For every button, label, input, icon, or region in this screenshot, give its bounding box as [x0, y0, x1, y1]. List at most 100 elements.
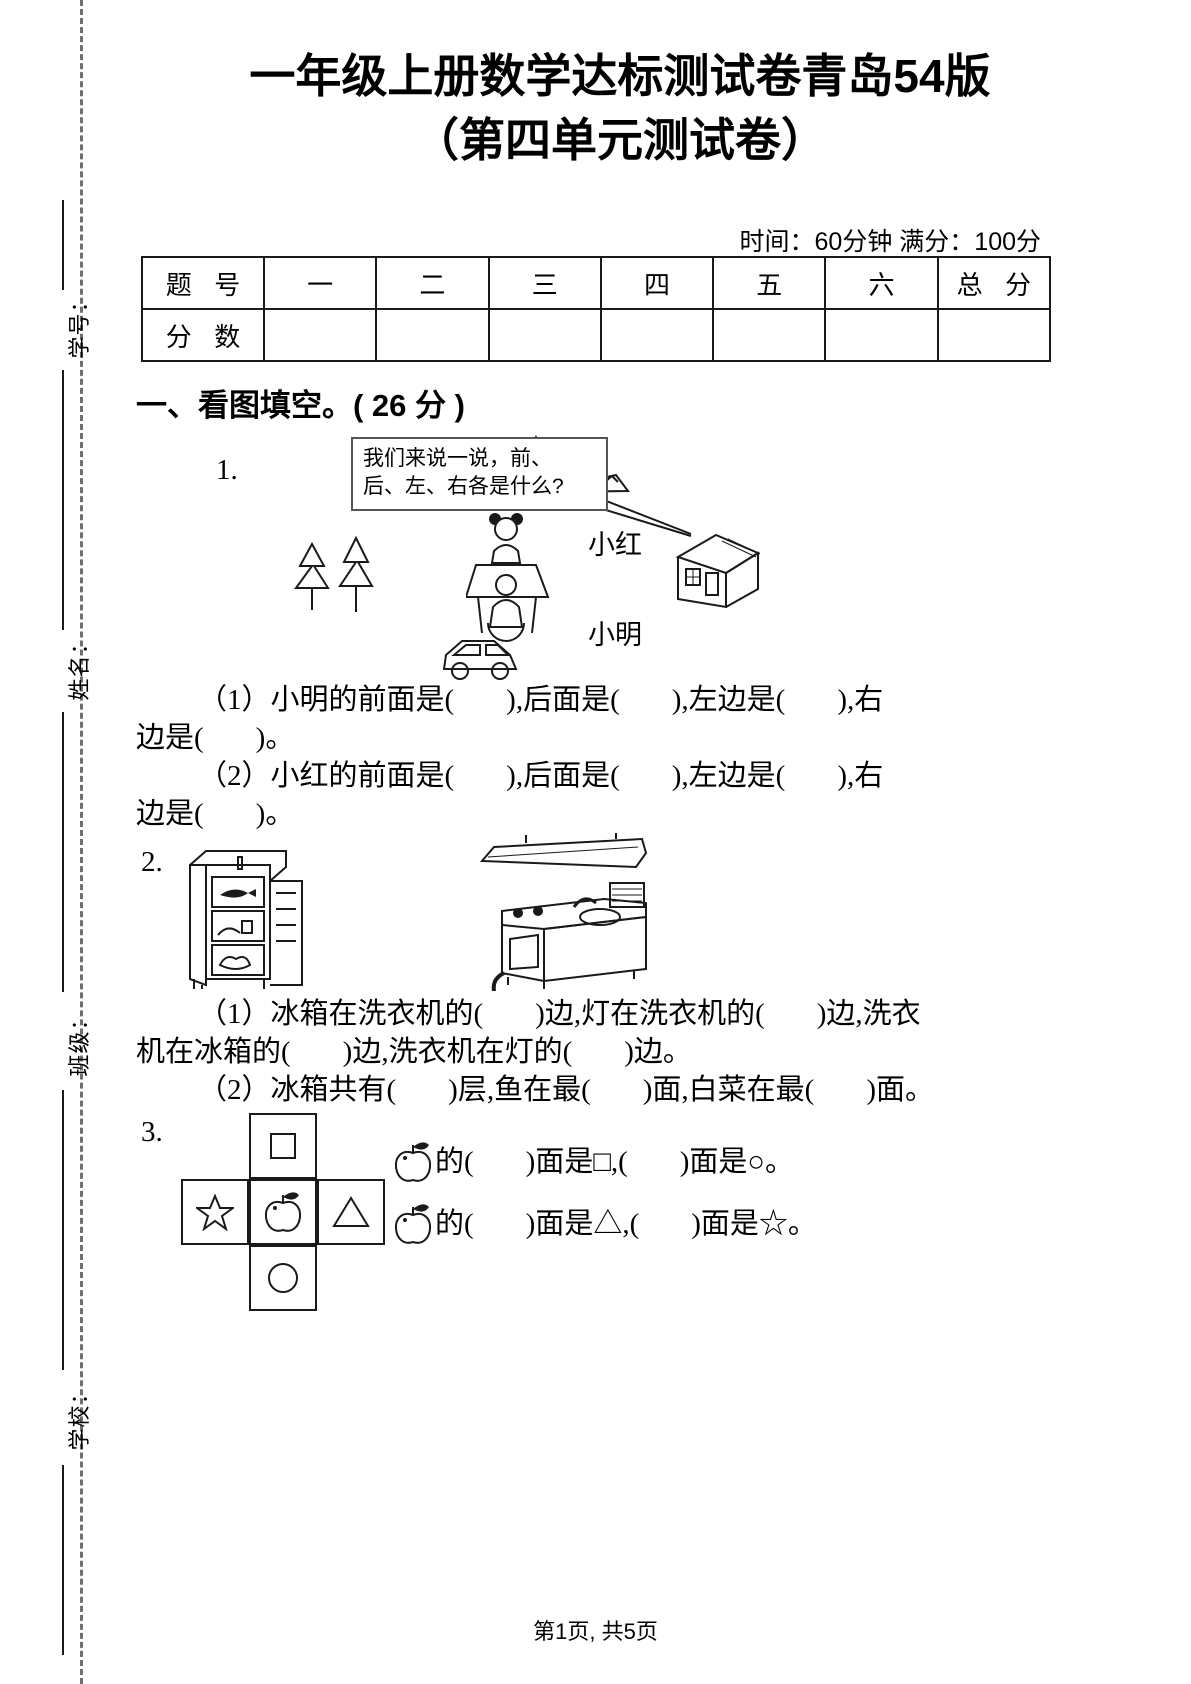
q2-text-2c: )面,白菜在最(	[642, 1074, 815, 1106]
net-face-bottom	[249, 1245, 317, 1311]
q1-text-2f: )。	[255, 798, 295, 830]
q2-text-e: )边,洗衣机在灯的(	[342, 1036, 573, 1068]
q1-text-2a: （2）小红的前面是(	[198, 760, 455, 792]
cell-header-question: 题 号	[141, 256, 265, 310]
speech-bubble: 我们来说一说，前、 后、左、右各是什么?	[351, 437, 608, 511]
question-2-blank-1-line-1: （1）冰箱在洗衣机的( )边,灯在洗衣机的( )边,洗衣	[198, 995, 1066, 1033]
title-line-1: 一年级上册数学达标测试卷青岛54版	[249, 50, 991, 102]
question-1-blank-1-line-1: （1）小明的前面是( ),后面是( ),左边是( ),右	[198, 681, 1066, 719]
question-1-number: 1.	[216, 454, 238, 486]
sidebar-rule	[62, 370, 64, 630]
section-heading-1: 一、看图填空。( 26 分 )	[136, 388, 465, 423]
cell-total: 总 分	[936, 256, 1052, 310]
speech-bubble-line-2: 后、左、右各是什么?	[363, 475, 564, 498]
cell-score-total[interactable]	[936, 308, 1052, 362]
question-3-line-2: 的( )面是△,( )面是☆。	[391, 1193, 817, 1255]
sidebar-rule	[62, 712, 64, 992]
question-2-blank-1-line-2: 机在冰箱的( )边,洗衣机在灯的( )边。	[136, 1033, 1066, 1071]
cell-q5: 五	[712, 256, 827, 310]
net-face-center	[249, 1179, 317, 1245]
exam-content: 一、看图填空。( 26 分 ) 1. 我们来说一说，前、 后、左、右各是什么?	[136, 380, 1066, 1319]
square-icon	[270, 1133, 296, 1159]
question-3-text: 的( )面是□,( )面是○。 的( )面是△,( )面是☆。	[391, 1131, 817, 1255]
star-icon	[196, 1193, 234, 1231]
q2-text-a: （1）冰箱在洗衣机的(	[198, 998, 484, 1030]
apple-icon	[394, 1204, 432, 1244]
cell-q6: 六	[824, 256, 939, 310]
cell-score-q5[interactable]	[712, 308, 827, 362]
question-1-blank-1-line-2: 边是( )。	[136, 719, 1066, 757]
q1-text-f: )。	[255, 722, 295, 754]
score-table: 题 号 一 二 三 四 五 六 总 分 分 数	[141, 256, 1052, 362]
question-1-blank-2-line-1: （2）小红的前面是( ),后面是( ),左边是( ),右	[198, 757, 1066, 795]
house-icon	[675, 533, 761, 609]
question-1-blank-2-line-2: 边是( )。	[136, 795, 1066, 833]
cell-q2: 二	[375, 256, 490, 310]
question-3-line-1: 的( )面是□,( )面是○。	[391, 1131, 817, 1193]
q2-text-b: )边,灯在洗衣机的(	[535, 998, 765, 1030]
trees-icon	[294, 535, 374, 612]
apple-icon	[394, 1142, 432, 1182]
q2-text-2a: （2）冰箱共有(	[198, 1074, 397, 1106]
washing-machine-icon	[491, 882, 647, 991]
exam-meta-info: 时间：60分钟 满分：100分	[739, 228, 1041, 256]
q1-text-b: ),后面是(	[506, 684, 620, 716]
question-2-blank-2: （2）冰箱共有( )层,鱼在最( )面,白菜在最( )面。	[198, 1071, 1066, 1109]
q3-text-2c: )面是☆。	[691, 1208, 817, 1240]
q1-text-2c: ),左边是(	[671, 760, 786, 792]
car-icon	[442, 640, 518, 680]
sidebar-label-student-id: 学号：	[67, 289, 92, 359]
q2-text-2d: )面。	[866, 1074, 934, 1106]
title-line-2: （第四单元测试卷）	[413, 114, 827, 166]
question-2-number: 2.	[141, 846, 163, 878]
binding-sidebar: 学号： 姓名： 班级： 学校：	[0, 0, 120, 1684]
q1-text-2e: 边是(	[136, 798, 204, 830]
question-1-figure: 1. 我们来说一说，前、 后、左、右各是什么?	[176, 431, 1066, 681]
q1-text-c: ),左边是(	[671, 684, 786, 716]
sidebar-label-school: 学校：	[67, 1381, 92, 1451]
students-at-desk-icon	[466, 513, 550, 642]
net-face-right	[317, 1179, 385, 1245]
sidebar-rule	[62, 200, 64, 290]
lamp-icon	[479, 833, 648, 869]
cell-score-q2[interactable]	[375, 308, 490, 362]
cell-score-q3[interactable]	[487, 308, 602, 362]
q3-text-2a: 的(	[435, 1208, 474, 1240]
q2-text-d: 机在冰箱的(	[136, 1036, 291, 1068]
perforation-dashed-line	[80, 0, 83, 1684]
q3-text-1b: )面是□,(	[525, 1146, 628, 1178]
apple-icon	[264, 1192, 302, 1232]
q1-text-2b: ),后面是(	[506, 760, 620, 792]
table-row-question-numbers: 题 号 一 二 三 四 五 六 总 分	[141, 256, 1052, 310]
label-xiaohong: 小红	[588, 530, 642, 560]
question-3-figure: 3.	[136, 1109, 1066, 1319]
cell-score-q4[interactable]	[599, 308, 715, 362]
q2-text-c: )边,洗衣	[816, 998, 921, 1030]
cell-score-q6[interactable]	[824, 308, 939, 362]
question-2-figure: 2.	[136, 833, 1066, 995]
net-face-top	[249, 1113, 317, 1179]
sidebar-rule	[62, 1090, 64, 1370]
triangle-icon	[332, 1196, 370, 1227]
q1-text-a: （1）小明的前面是(	[198, 684, 455, 716]
cell-q1: 一	[262, 256, 378, 310]
q1-text-e: 边是(	[136, 722, 204, 754]
net-face-left	[181, 1179, 249, 1245]
q3-text-1a: 的(	[435, 1146, 474, 1178]
label-xiaoming: 小明	[588, 620, 642, 650]
speech-bubble-line-1: 我们来说一说，前、	[363, 447, 552, 470]
page-footer: 第1页, 共5页	[533, 1619, 658, 1644]
q3-text-1c: )面是○。	[679, 1146, 794, 1178]
sidebar-label-class: 班级：	[67, 1007, 92, 1077]
q1-text-d: ),右	[837, 684, 884, 716]
question-3-number: 3.	[141, 1116, 163, 1148]
cell-q4: 四	[599, 256, 715, 310]
q3-text-2b: )面是△,(	[525, 1208, 640, 1240]
q2-text-2b: )层,鱼在最(	[448, 1074, 591, 1106]
page-title: 一年级上册数学达标测试卷青岛54版 （第四单元测试卷）	[120, 44, 1120, 172]
q1-text-2d: ),右	[837, 760, 884, 792]
table-row-scores: 分 数	[141, 308, 1052, 362]
cell-score-q1[interactable]	[262, 308, 378, 362]
q2-text-f: )边。	[624, 1036, 692, 1068]
